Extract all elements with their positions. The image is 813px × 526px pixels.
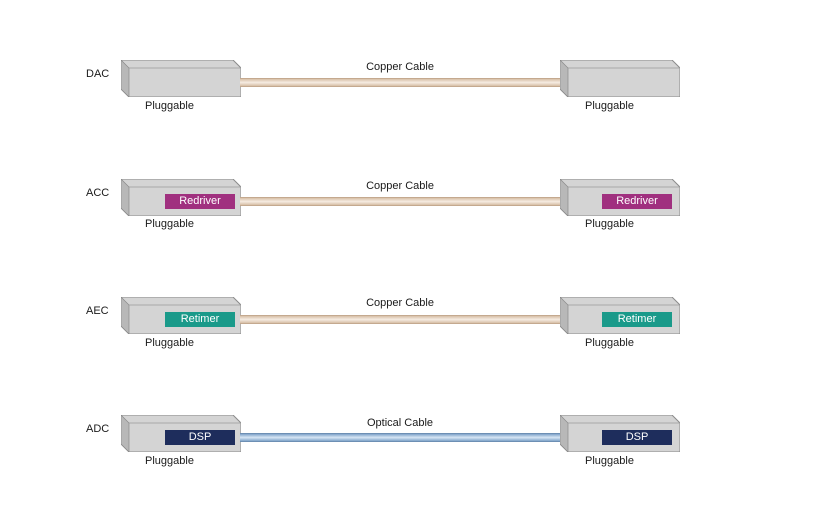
dsp-chip: DSP: [165, 430, 235, 445]
left-pluggable-module: Retimer: [121, 297, 241, 334]
left-pluggable-module: [121, 60, 241, 97]
copper-cable: [240, 78, 565, 87]
retimer-chip: Retimer: [602, 312, 672, 327]
right-pluggable-label: Pluggable: [585, 218, 634, 230]
cable-label: Copper Cable: [366, 297, 434, 309]
dsp-chip: DSP: [602, 430, 672, 445]
right-pluggable-label: Pluggable: [585, 100, 634, 112]
cable-label: Copper Cable: [366, 61, 434, 73]
redriver-chip: Redriver: [602, 194, 672, 209]
row-aec: AEC Retimer Copper Cable Retimer Pluggab…: [0, 295, 813, 365]
right-pluggable-label: Pluggable: [585, 455, 634, 467]
cable-label: Copper Cable: [366, 180, 434, 192]
row-label: ADC: [86, 423, 110, 435]
left-pluggable-label: Pluggable: [145, 100, 194, 112]
left-pluggable-module: DSP: [121, 415, 241, 452]
row-dac: DAC Copper Cable Pluggable Pluggable: [0, 58, 813, 128]
cable-label: Optical Cable: [366, 417, 434, 429]
row-label: AEC: [86, 305, 109, 317]
copper-cable: [240, 197, 565, 206]
right-pluggable-module: DSP: [560, 415, 680, 452]
left-pluggable-label: Pluggable: [145, 337, 194, 349]
row-label: DAC: [86, 68, 110, 80]
row-acc: ACC Redriver Copper Cable Redriver Plugg…: [0, 177, 813, 247]
row-adc: ADC DSP Optical Cable DSP Pluggable Plug…: [0, 413, 813, 483]
retimer-chip: Retimer: [165, 312, 235, 327]
copper-cable: [240, 315, 565, 324]
right-pluggable-module: Retimer: [560, 297, 680, 334]
left-pluggable-module: Redriver: [121, 179, 241, 216]
optical-cable: [240, 433, 565, 442]
left-pluggable-label: Pluggable: [145, 218, 194, 230]
row-label: ACC: [86, 187, 110, 199]
left-pluggable-label: Pluggable: [145, 455, 194, 467]
right-pluggable-module: [560, 60, 680, 97]
right-pluggable-label: Pluggable: [585, 337, 634, 349]
right-pluggable-module: Redriver: [560, 179, 680, 216]
redriver-chip: Redriver: [165, 194, 235, 209]
